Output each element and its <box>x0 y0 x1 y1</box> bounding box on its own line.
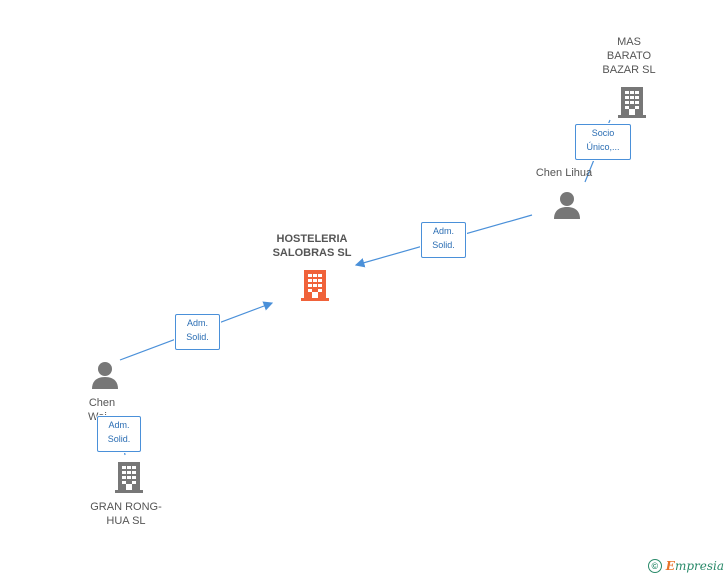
building-icon-main[interactable] <box>299 268 331 302</box>
edge-label-granrong-wei: Adm. Solid. <box>97 416 141 452</box>
chen-lihua-label[interactable]: Chen Lihua <box>535 167 593 179</box>
gran-rong-label[interactable]: GRAN RONG- HUA SL <box>90 501 162 527</box>
mas-barato-label[interactable]: MAS BARATO BAZAR SL <box>602 36 656 76</box>
building-icon-mas-barato[interactable] <box>616 85 648 119</box>
edge-label-masbarato-lihua: Socio Único,... <box>575 124 631 160</box>
person-icon-chen-wei[interactable] <box>90 360 120 390</box>
main-company-label[interactable]: HOSTELERIA SALOBRAS SL <box>272 233 352 259</box>
edge-label-lihua-main: Adm. Solid. <box>421 222 466 258</box>
building-icon-gran-rong[interactable] <box>113 460 145 494</box>
person-icon-chen-lihua[interactable] <box>552 190 582 220</box>
footer-brand: © Empresia <box>647 559 724 573</box>
copyright-icon: © <box>647 559 662 573</box>
empresia-logo[interactable]: Empresia <box>666 559 724 573</box>
brand-rest: mpresia <box>674 559 724 573</box>
brand-initial: E <box>665 559 675 573</box>
edge-label-wei-main: Adm. Solid. <box>175 314 220 350</box>
